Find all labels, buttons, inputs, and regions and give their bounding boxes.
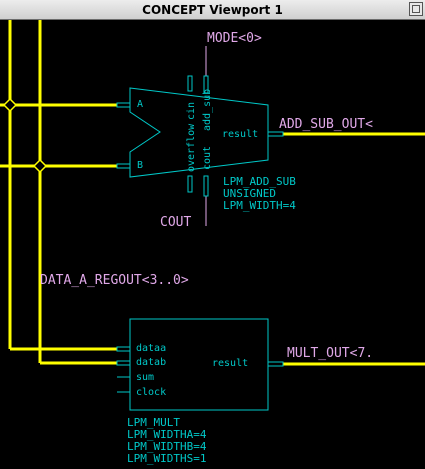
mult-property-label: LPM_WIDTHA=4: [127, 428, 207, 441]
pin-b-stub[interactable]: [116, 163, 131, 169]
pin-overflow-label: overflow: [186, 123, 197, 172]
cout-net-label[interactable]: COUT: [160, 215, 191, 230]
pin-a-label: A: [137, 99, 143, 110]
pin-b-label: B: [137, 160, 143, 171]
junction-dot: [32, 158, 48, 174]
zoom-box-icon[interactable]: [409, 2, 423, 16]
lpm-mult-symbol[interactable]: [116, 318, 284, 411]
pin-result-label: result: [222, 129, 258, 140]
pin-sum-label: sum: [136, 372, 154, 383]
pin-dataa-label: dataa: [136, 343, 166, 354]
pin-cin-label: cin: [186, 102, 197, 120]
add-sub-out-net-label[interactable]: ADD_SUB_OUT<: [279, 117, 373, 132]
mode-net-label[interactable]: MODE<0>: [207, 31, 262, 46]
add-sub-property-label: LPM_WIDTH=4: [223, 199, 296, 212]
pin-mult-result-label: result: [212, 358, 248, 369]
window-title: CONCEPT Viewport 1: [142, 3, 283, 17]
pin-add-sub-stub[interactable]: [203, 75, 209, 94]
pin-result-stub[interactable]: [267, 131, 284, 137]
pin-datab-stub[interactable]: [116, 360, 131, 366]
mult-properties: LPM_MULT LPM_WIDTHA=4 LPM_WIDTHB=4 LPM_W…: [127, 416, 207, 465]
add-sub-properties: LPM_ADD_SUB UNSIGNED LPM_WIDTH=4: [223, 175, 296, 212]
add-sub-property-label: LPM_ADD_SUB: [223, 175, 296, 188]
pin-add-sub-label: add_sub: [202, 89, 213, 131]
lpm-add-sub-symbol[interactable]: [116, 75, 284, 197]
pin-cout-stub[interactable]: [203, 175, 209, 197]
junction-dot: [2, 97, 18, 113]
mult-property-label: LPM_WIDTHS=1: [127, 452, 206, 465]
pin-mult-result-stub[interactable]: [267, 361, 284, 367]
mult-property-label: LPM_MULT: [127, 416, 180, 429]
junctions: [2, 97, 48, 174]
pin-dataa-stub[interactable]: [116, 346, 131, 352]
mult-property-label: LPM_WIDTHB=4: [127, 440, 207, 453]
data-a-regout-net-label[interactable]: DATA_A_REGOUT<3..0>: [40, 273, 189, 288]
pin-cout-label: cout: [202, 146, 213, 170]
pin-clock-label: clock: [136, 387, 166, 398]
mult-pin-labels: dataa datab sum clock result: [136, 343, 248, 398]
schematic-canvas[interactable]: MODE<0> COUT ADD_SUB_OUT< DATA_A_REGOUT<…: [0, 20, 425, 465]
wires: [0, 20, 425, 366]
pin-cin-stub[interactable]: [187, 75, 193, 92]
pin-a-stub[interactable]: [116, 102, 131, 108]
add-sub-pin-labels: A B result cin add_sub overflow cout: [137, 89, 258, 172]
add-sub-property-label: UNSIGNED: [223, 187, 276, 200]
mult-out-net-label[interactable]: MULT_OUT<7.: [287, 346, 373, 361]
pin-datab-label: datab: [136, 357, 166, 368]
window-title-bar[interactable]: CONCEPT Viewport 1: [0, 0, 425, 20]
pin-overflow-stub[interactable]: [187, 175, 193, 193]
net-labels: MODE<0> COUT ADD_SUB_OUT< DATA_A_REGOUT<…: [40, 31, 373, 361]
